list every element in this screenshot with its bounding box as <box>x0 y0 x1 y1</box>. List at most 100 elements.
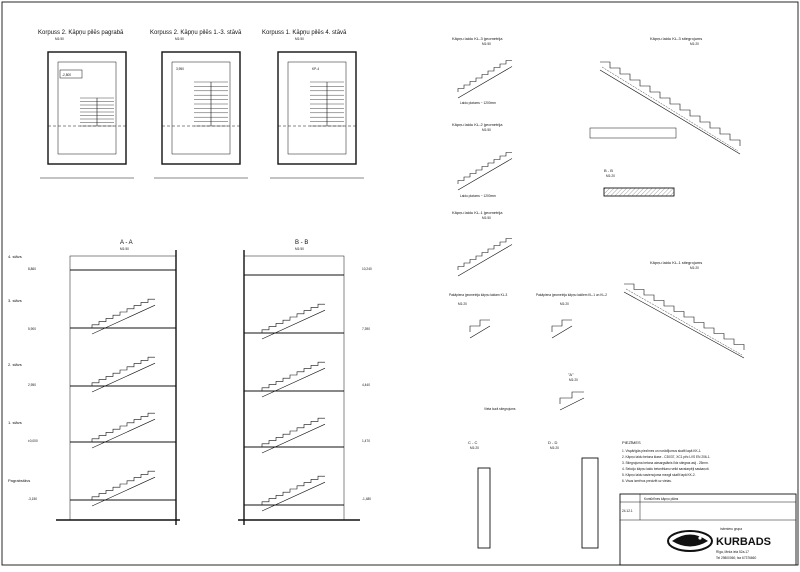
notes-line-6: 6. Visus izmērus precizēt uz vietas. <box>622 479 672 483</box>
detail-dd-wall <box>581 457 599 549</box>
section-b-title: B - B <box>295 240 308 246</box>
title-block-frame <box>619 493 797 566</box>
elev-right-4: -1,480 <box>362 497 371 501</box>
geometry-kl2-note: Laidu platums ~ 1200mm <box>460 194 496 198</box>
geometry-kl2-flight <box>457 152 512 184</box>
detail-a-title: "A" <box>568 372 574 377</box>
notes-line-4: 4. Sekciju kāpņu laidu betonēšanu veikt … <box>622 467 709 471</box>
title-block: 24.12.1 Kontūrlīnes kāpņu plāns inženier… <box>619 493 797 566</box>
detail-a-scale: M1:20 <box>569 378 578 382</box>
landing-2-profile-soffit <box>551 325 573 339</box>
section-a-flight-3 <box>91 412 155 442</box>
kurbads-logo-icon <box>667 530 713 552</box>
geometry-kl3-scale: M1:50 <box>482 42 491 46</box>
geometry-kl1-scale: M1:50 <box>482 216 491 220</box>
reinforce-kl3-flight <box>600 61 741 146</box>
section-a-frame <box>69 255 177 521</box>
section-b-flight-4-soffit <box>261 481 326 512</box>
landing-2-profile <box>551 319 572 332</box>
geometry-kl3-title: Kāpņu laidu KL-3 ģeometrija <box>452 36 503 41</box>
plan-1-walls <box>47 51 127 165</box>
section-a-flight-2 <box>91 356 155 386</box>
section-bb-hatch <box>604 188 674 196</box>
notes-line-1: 1. Vispārīgās piezīmes un norādījumus sk… <box>622 449 701 453</box>
detail-dd-title: D - D <box>548 440 557 445</box>
reinforce-kl3-flight-rebar <box>601 66 739 152</box>
elev-left-2: 2,950 <box>28 383 36 387</box>
floor-label-3: 3. stāvs <box>8 298 22 303</box>
landing-geometry: Pakāpiena ģeometrija kāpņu laidam KL-3 M… <box>449 292 607 306</box>
title-line: Kontūrlīnes kāpņu plāns <box>644 497 679 501</box>
plan-2-tag: 3,950 <box>176 67 184 71</box>
section-bb-detail-scale: M1:20 <box>606 174 615 178</box>
plan-1-tag-box <box>59 69 83 79</box>
plan-2-stairwell <box>171 61 231 155</box>
plan-2-title: Korpuss 2. Kāpņu pilēs 1.-3. stāvā <box>150 30 242 36</box>
section-a-flight-4-soffit <box>91 476 156 507</box>
plan-3-scale: M1:50 <box>295 37 304 41</box>
floor-label-2: 2. stāvs <box>8 362 22 367</box>
reinforce-kl1-flight-soffit <box>623 291 745 359</box>
floor-label-1: 1. stāvs <box>8 420 22 425</box>
elev-left-4: -3,150 <box>28 497 37 501</box>
section-bb-detail: B - B M1:20 <box>603 168 675 197</box>
plan-3-tag: KP-4 <box>312 67 319 71</box>
notes-line-5: 5. Kāpņu laidu savienojuma mezgli skatīt… <box>622 473 696 477</box>
section-a-flight-3-soffit <box>91 418 156 449</box>
notes-line-2: 2. Kāpņu laidu betona klase - C30/37, XC… <box>622 455 710 459</box>
elev-left-3: ±0,000 <box>28 439 38 443</box>
geometry-kl1-flight-soffit <box>457 244 513 277</box>
detail-cc-scale: M1:20 <box>470 446 479 450</box>
geometry-kl2-flight-soffit <box>457 158 513 191</box>
section-b-flight-2 <box>261 361 325 391</box>
section-a-scale: M1:50 <box>120 247 129 251</box>
elev-left-1: 5,900 <box>28 327 36 331</box>
plan-2-scale: M1:50 <box>175 37 184 41</box>
section-a-title: A - A <box>120 240 133 246</box>
reinforce-kl3-title: Kāpņu laidu KL-3 stiegrojums <box>650 36 702 41</box>
plan-1-tag: -2,800 <box>62 73 71 77</box>
elevations-right: 10,240 7,390 4,440 1,470 -1,480 <box>362 267 372 501</box>
floor-labels: 4. stāvs 3. stāvs 2. stāvs 1. stāvs Pagr… <box>8 254 30 483</box>
section-b-scale: M1:50 <box>295 247 304 251</box>
landing-1-profile <box>469 319 490 332</box>
plan-1-scale: M1:50 <box>55 37 64 41</box>
plan-1-title: Korpuss 2. Kāpņu pilēs pagrabā <box>38 30 124 36</box>
geometry-kl3-note: Laidu platums ~ 1200mm <box>460 101 496 105</box>
section-a-flight-2-soffit <box>91 362 156 393</box>
reinforce-kl3-flight-soffit <box>599 69 741 155</box>
section-bb-detail-title: B - B <box>604 168 613 173</box>
plan-2-walls <box>161 51 241 165</box>
sheet-code: 24.12.1 <box>622 509 633 513</box>
reinforce-kl3-scale: M1:20 <box>690 42 699 46</box>
section-b-b: B - B M1:50 <box>238 240 360 525</box>
plan-1: Korpuss 2. Kāpņu pilēs pagrabā M1:50 -2,… <box>38 30 134 179</box>
section-b-flight-3-soffit <box>261 423 326 454</box>
landing-1-scale: M1:20 <box>458 302 467 306</box>
plan-1-stairwell <box>57 61 117 155</box>
section-b-frame <box>243 255 345 521</box>
geometry-kl2-scale: M1:50 <box>482 128 491 132</box>
detail-dd-scale: M1:20 <box>550 446 559 450</box>
plan-3-walls <box>277 51 357 165</box>
geometry-kl3: Kāpņu laidu KL-3 ģeometrija M1:50 Laidu … <box>452 36 503 105</box>
elev-right-3: 1,470 <box>362 439 370 443</box>
notes-block: PIEZĪMES 1. Vispārīgās piezīmes un norād… <box>622 440 710 483</box>
detail-a-note: Vieta kurā stiegrojums <box>484 407 516 411</box>
notes-line-3: 3. Stiegrojuma betona aizsargslānis līdz… <box>622 461 709 465</box>
section-b-flight-2-soffit <box>261 367 326 398</box>
section-a-a: A - A M1:50 <box>56 240 180 525</box>
plan-3-stairwell <box>287 61 347 155</box>
floor-label-basement: Pagrabstāvs <box>8 478 30 483</box>
section-b-flight-1-soffit <box>261 309 326 340</box>
stamp-phone: Tel 29800060; fax 67376660 <box>716 556 756 560</box>
section-b-flight-4 <box>261 475 325 505</box>
stamp-brand: KURBADS <box>716 536 771 548</box>
stamp-group: inženieru grupa <box>720 527 742 531</box>
landing-2-scale: M1:20 <box>560 302 569 306</box>
detail-a-profile-soffit <box>559 397 585 411</box>
section-b-flight-1 <box>261 303 325 333</box>
plan-3-title: Korpuss 1. Kāpņu pilēs 4. stāvā <box>262 30 347 36</box>
